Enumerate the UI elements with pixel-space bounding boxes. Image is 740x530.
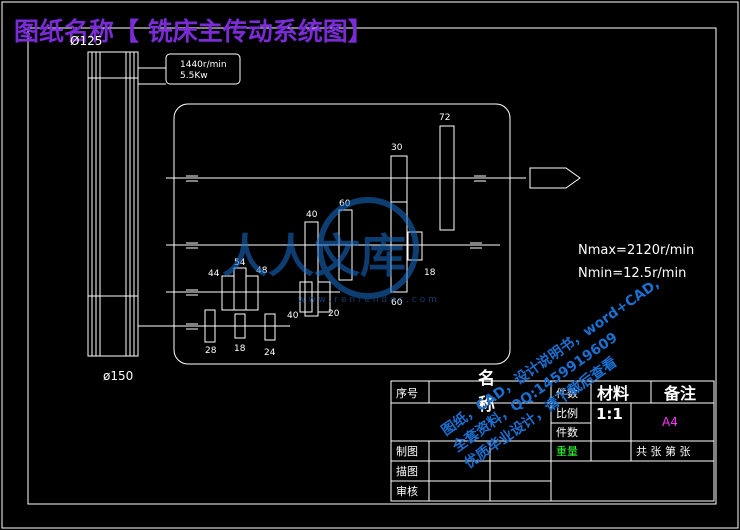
- watermark-url: w w w . r e n r e n d o c . c o m: [298, 295, 437, 305]
- gear-40b-label: 40: [287, 311, 299, 321]
- tb-remark: 备注: [663, 384, 696, 403]
- tb-traced: 描图: [396, 464, 418, 478]
- tb-material: 材料: [597, 384, 629, 403]
- gear-40a-label: 40: [306, 210, 318, 220]
- tb-weight: 重量: [556, 444, 578, 458]
- gear-20-label: 20: [328, 309, 340, 319]
- bearings: [186, 175, 486, 330]
- tb-drawn: 制图: [396, 445, 418, 458]
- watermark-brand: 人人文库: [222, 229, 406, 283]
- inner-frame: [27, 27, 717, 505]
- watermark-diagonal: 图纸，CAD，设计说明书，word+CAD, 全套资料，QQ:145991960…: [438, 275, 662, 472]
- watermark-logo-ring: [317, 197, 419, 299]
- spindle-cutter: [529, 167, 581, 189]
- belt-drive: [87, 51, 139, 357]
- tb-sheets: 共 张 第 张: [636, 444, 691, 458]
- gear-18b-label: 18: [234, 344, 246, 354]
- tb-scale: 比例: [556, 406, 578, 420]
- tb-scale-value: 1:1: [596, 405, 623, 423]
- title-block: [390, 380, 715, 502]
- gear-28-label: 28: [205, 346, 217, 356]
- bottom-pulley-diameter: ø150: [103, 369, 133, 383]
- speed-min: Nmin=12.5r/min: [578, 266, 686, 281]
- gearbox-housing: [173, 103, 511, 365]
- gear-24-label: 24: [264, 348, 276, 358]
- top-pulley-diameter: Ø125: [70, 34, 102, 48]
- tb-count: 件数: [556, 387, 578, 400]
- gear-44-label: 44: [208, 269, 220, 279]
- tb-name: 名称: [478, 368, 495, 415]
- tb-checked: 审核: [396, 484, 418, 498]
- motor-box: [165, 53, 241, 85]
- motor-power: 5.5Kw: [180, 71, 208, 81]
- tb-paper-size: A4: [662, 415, 678, 429]
- speed-max: Nmax=2120r/min: [578, 243, 694, 258]
- gear-18a-label: 18: [424, 268, 436, 278]
- gear-30-label: 30: [391, 143, 403, 153]
- gear-72-label: 72: [439, 113, 450, 123]
- watermark-line2: 全套资料，QQ:1459919609: [449, 329, 621, 456]
- tb-count2: 件数: [556, 426, 578, 439]
- gear-54-label: 54: [234, 258, 246, 268]
- tb-seq: 序号: [396, 386, 418, 400]
- watermark: 人人文库 w w w . r e n r e n d o c . c o m: [222, 197, 437, 305]
- drawing-title: 图纸名称【 铣床主传动系统图】: [14, 17, 373, 46]
- motor-speed: 1440r/min: [180, 60, 227, 70]
- gears: [204, 125, 455, 343]
- gear-48-label: 48: [256, 266, 268, 276]
- gear-60b-label: 60: [391, 298, 403, 308]
